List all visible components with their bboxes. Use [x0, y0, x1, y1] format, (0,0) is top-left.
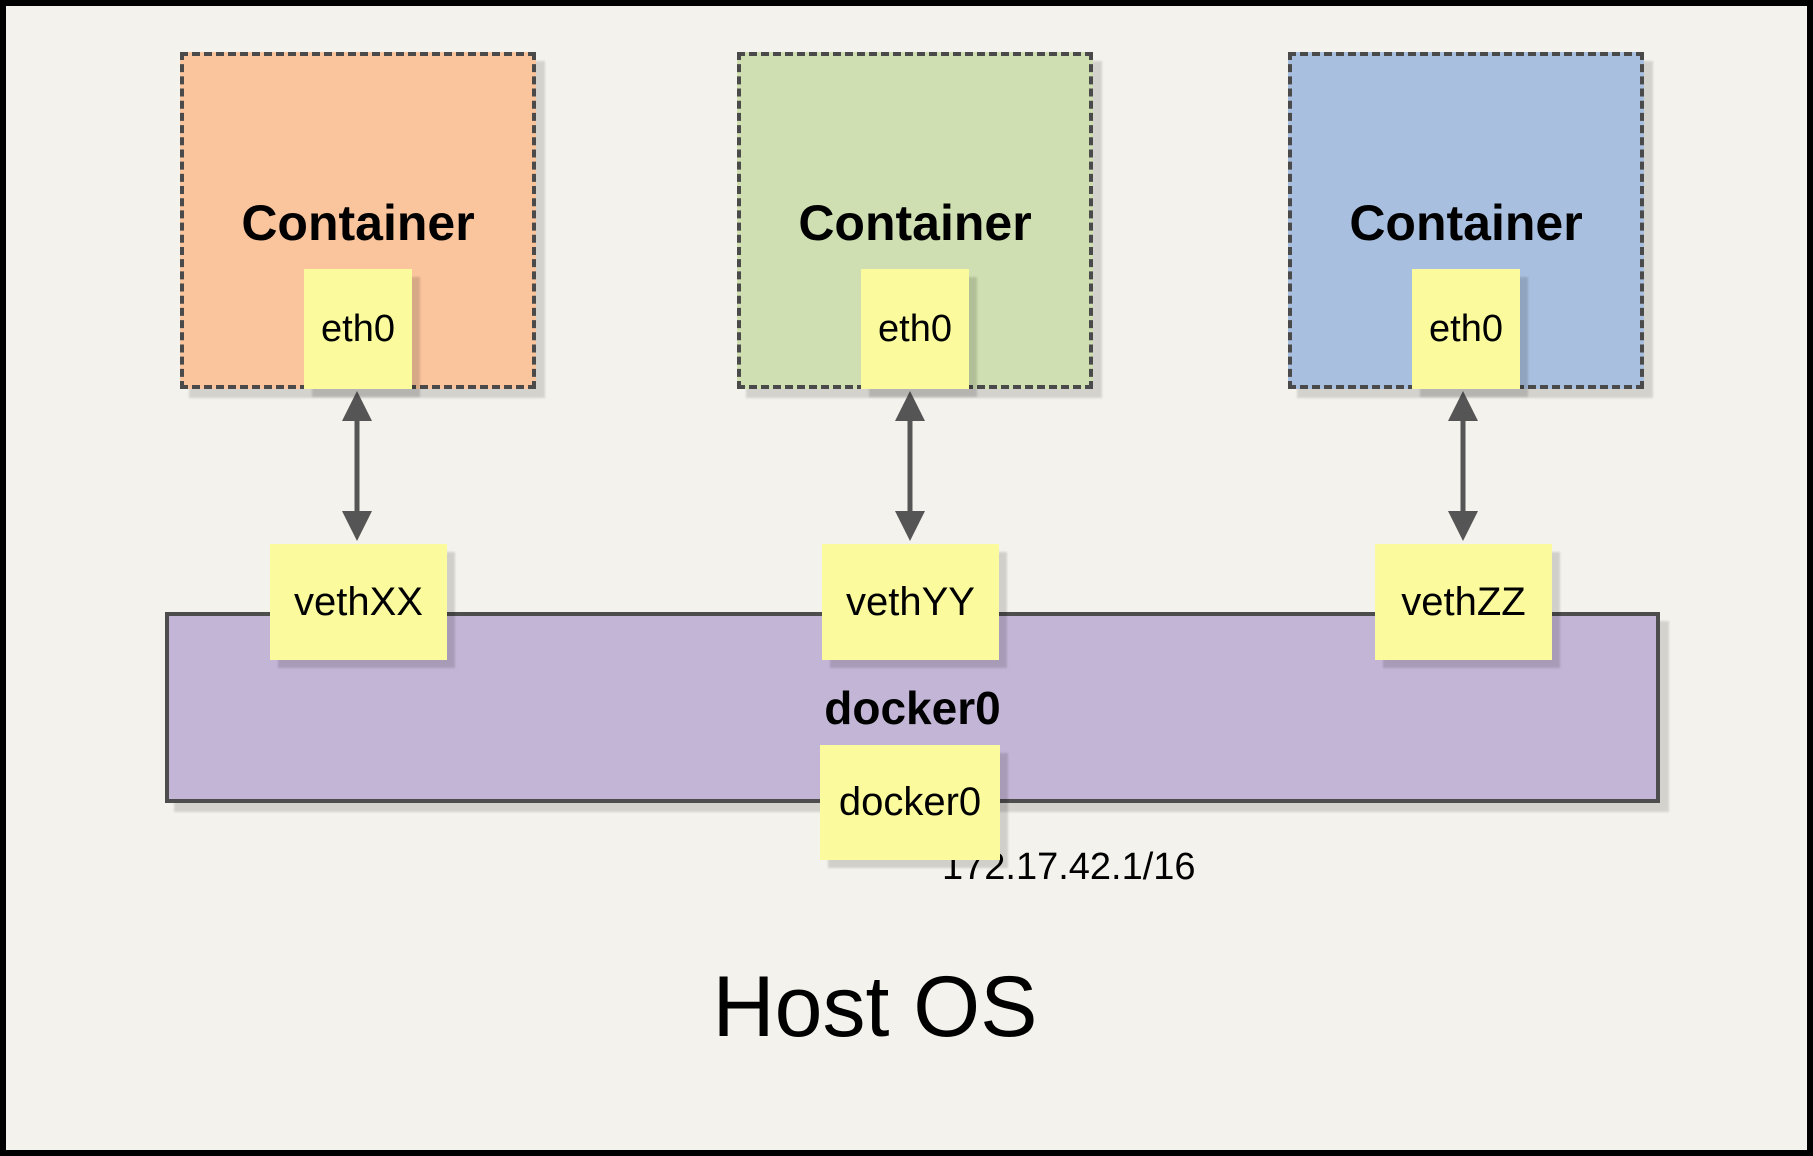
arrow-down-head-icon	[895, 511, 925, 541]
docker0-bridge-label: docker0	[824, 681, 1001, 734]
host-os-label: Host OS	[712, 959, 1038, 1055]
docker0-interface-label: docker0	[838, 780, 982, 824]
vethxx-label: vethXX	[294, 579, 423, 624]
double-arrow-icon-3	[1448, 391, 1478, 541]
container-1-eth0-box: eth0	[304, 269, 412, 389]
arrow-down-head-icon	[1448, 511, 1478, 541]
container-2-eth0-box: eth0	[861, 269, 969, 389]
container-1-title: Container	[241, 195, 475, 251]
container-box-3: Container eth0	[1288, 52, 1644, 389]
arrow-shaft	[1460, 417, 1466, 515]
arrow-up-head-icon	[342, 391, 372, 421]
container-1-eth0-label: eth0	[321, 307, 395, 350]
container-box-2: Container eth0	[737, 52, 1093, 389]
vethzz-label: vethZZ	[1401, 579, 1526, 624]
container-3-eth0-box: eth0	[1412, 269, 1520, 389]
arrow-up-head-icon	[895, 391, 925, 421]
container-2-eth0-label: eth0	[878, 307, 952, 350]
double-arrow-icon-2	[895, 391, 925, 541]
container-box-1: Container eth0	[180, 52, 536, 389]
vethyy-box: vethYY	[822, 544, 999, 660]
container-2-title: Container	[798, 195, 1032, 251]
docker0-interface-box: docker0	[820, 745, 1000, 860]
double-arrow-icon-1	[342, 391, 372, 541]
arrow-shaft	[354, 417, 360, 515]
arrow-down-head-icon	[342, 511, 372, 541]
vethxx-box: vethXX	[270, 544, 447, 660]
arrow-shaft	[907, 417, 913, 515]
vethyy-label: vethYY	[846, 579, 975, 624]
container-3-title: Container	[1349, 195, 1583, 251]
vethzz-box: vethZZ	[1375, 544, 1552, 660]
arrow-up-head-icon	[1448, 391, 1478, 421]
container-3-eth0-label: eth0	[1429, 307, 1503, 350]
